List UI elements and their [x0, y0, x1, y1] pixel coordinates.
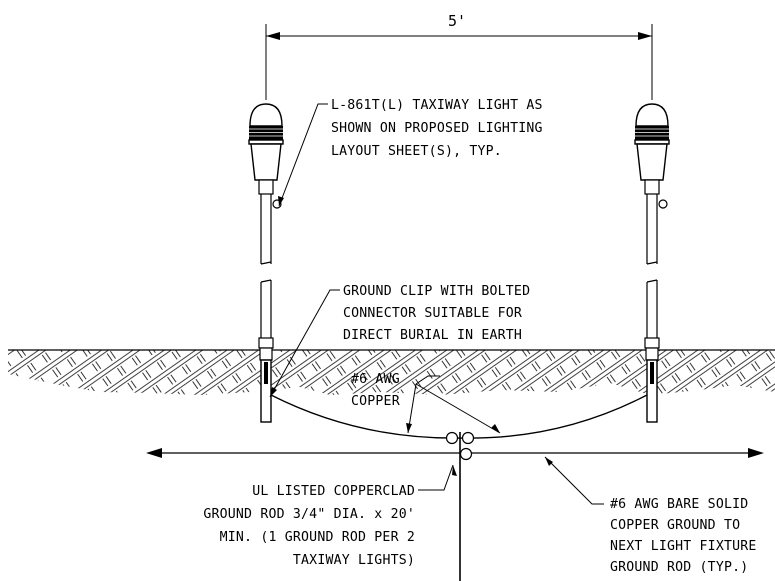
note-light-fixture: L-861T(L) TAXIWAY LIGHT AS SHOWN ON PROP… — [331, 98, 543, 159]
note-light-fixture-line-1: L-861T(L) TAXIWAY LIGHT AS — [331, 98, 543, 113]
note-awg-copper-line-1: #6 AWG — [351, 372, 400, 387]
note-next-fixture-line-4: GROUND ROD (TYP.) — [610, 560, 748, 575]
center-ground-rod — [445, 431, 475, 581]
note-light-fixture-line-2: SHOWN ON PROPOSED LIGHTING — [331, 121, 543, 136]
note-awg-copper-line-2: COPPER — [351, 394, 400, 409]
note-ground-rod-line-4: TAXIWAY LIGHTS) — [293, 553, 415, 568]
note-ground-clip: GROUND CLIP WITH BOLTED CONNECTOR SUITAB… — [343, 284, 530, 343]
note-awg-copper: #6 AWG COPPER — [351, 372, 400, 409]
note-ground-rod-line-2: GROUND ROD 3/4" DIA. x 20' — [203, 507, 415, 522]
note-ground-rod-line-3: MIN. (1 GROUND ROD PER 2 — [220, 530, 415, 545]
note-ground-clip-line-3: DIRECT BURIAL IN EARTH — [343, 328, 522, 343]
taxiway-light-left — [248, 103, 284, 423]
note-next-fixture-line-3: NEXT LIGHT FIXTURE — [610, 539, 757, 554]
leader-arrowheads — [270, 196, 553, 476]
taxiway-light-right — [634, 103, 670, 423]
note-ground-rod: UL LISTED COPPERCLAD GROUND ROD 3/4" DIA… — [203, 484, 415, 568]
leader-lines — [269, 103, 604, 505]
next-fixture-ground-run — [146, 448, 764, 458]
copper-ground-wire — [270, 394, 648, 439]
dimension-line — [265, 24, 653, 100]
note-ground-rod-line-1: UL LISTED COPPERCLAD — [252, 484, 415, 499]
note-light-fixture-line-3: LAYOUT SHEET(S), TYP. — [331, 144, 502, 159]
note-ground-clip-line-2: CONNECTOR SUITABLE FOR — [343, 306, 522, 321]
note-next-fixture-line-2: COPPER GROUND TO — [610, 518, 740, 533]
dimension-label: 5' — [448, 12, 466, 30]
note-ground-clip-line-1: GROUND CLIP WITH BOLTED — [343, 284, 530, 299]
note-next-fixture: #6 AWG BARE SOLID COPPER GROUND TO NEXT … — [610, 497, 757, 575]
note-next-fixture-line-1: #6 AWG BARE SOLID — [610, 497, 748, 512]
